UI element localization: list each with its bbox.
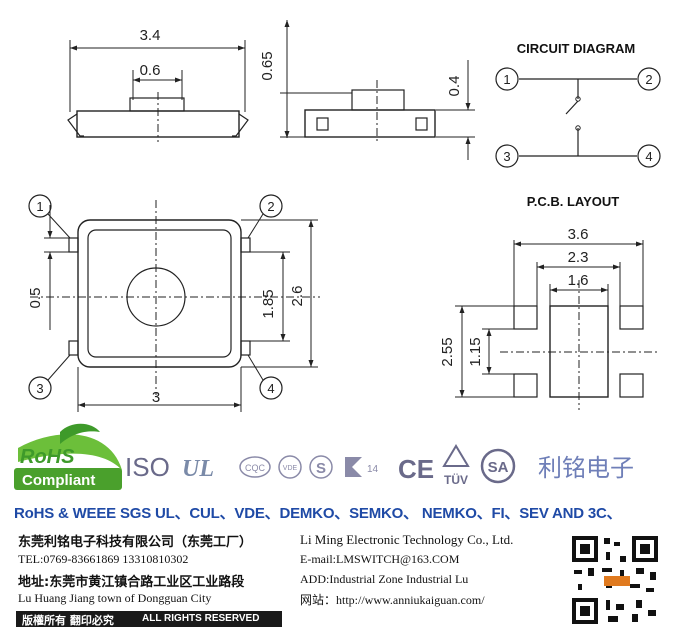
vde-text: VDE xyxy=(283,465,298,472)
s-mark-text: S xyxy=(316,460,326,477)
dim-body-width: 3 xyxy=(152,389,160,406)
ul-logo: UL xyxy=(182,456,214,482)
dim-pitch-mid: 1.85 xyxy=(260,289,277,318)
pcb-outer-width: 3.6 xyxy=(568,226,589,243)
s-mark-logo: S xyxy=(309,455,333,479)
pcb-layout xyxy=(455,240,660,410)
rohs-logo: RoHS Compliant xyxy=(14,423,122,490)
top-view-pin-1: 1 xyxy=(36,199,43,214)
top-view-pin-3: 3 xyxy=(36,381,43,396)
dim-side-body-height: 0.4 xyxy=(446,76,463,97)
dim-top-width: 3.4 xyxy=(140,27,161,44)
tuv-text: TÜV xyxy=(444,472,468,487)
top-view-pin-4: 4 xyxy=(267,381,274,396)
cert-logos: RoHS Compliant ISO UL CQC VDE S 14 CE TÜ… xyxy=(14,423,634,490)
circuit-diagram xyxy=(495,67,661,168)
side-view xyxy=(280,20,475,160)
circuit-title: CIRCUIT DIAGRAM xyxy=(517,41,635,56)
csa-text: SA xyxy=(488,459,509,476)
csa-logo: SA xyxy=(480,448,516,484)
brand-cn: 利铭电子 xyxy=(538,454,634,482)
company-city-en: Lu Huang Jiang town of Dongguan City xyxy=(18,591,212,605)
circuit-pin-3: 3 xyxy=(503,149,510,164)
kc-logo: 14 xyxy=(345,457,379,477)
copyright-bar: 版權所有 翻印必究 ALL RIGHTS RESERVED xyxy=(16,611,282,627)
company-name-cn: 东莞利铭电子科技有限公司（东莞工厂） xyxy=(18,535,253,550)
rohs-compliant: Compliant xyxy=(22,472,95,489)
company-tel: TEL:0769-83661869 13310810302 xyxy=(18,552,189,566)
pcb-title: P.C.B. LAYOUT xyxy=(527,194,620,209)
tuv-logo: TÜV xyxy=(442,444,470,487)
dim-body-height: 2.6 xyxy=(289,286,306,307)
top-view xyxy=(28,194,320,412)
standards-line: RoHS & WEEE SGS UL、CUL、VDE、DEMKO、SEMKO、 … xyxy=(14,505,622,522)
company-addr-cn: 地址:东莞市黄江镇合路工业区工业路段 xyxy=(18,575,245,590)
dim-pitch-small: 0.5 xyxy=(27,288,44,309)
kc-text: 14 xyxy=(367,464,379,475)
ce-text: CE xyxy=(398,454,434,484)
top-view-pin-2: 2 xyxy=(267,199,274,214)
pcb-mid-width: 2.3 xyxy=(568,249,589,266)
pcb-inner-width: 1.6 xyxy=(568,272,589,289)
circuit-pin-4: 4 xyxy=(645,149,652,164)
iso-text: ISO xyxy=(125,452,170,482)
company-addr-en: ADD:Industrial Zone Industrial Lu xyxy=(300,572,469,586)
dim-side-height: 0.65 xyxy=(259,51,276,80)
dim-actuator-width: 0.6 xyxy=(140,62,161,79)
cqc-text: CQC xyxy=(245,463,266,473)
pcb-pad-pitch: 1.15 xyxy=(467,337,484,366)
copyright-cn: 版權所有 翻印必究 xyxy=(22,614,114,627)
front-view xyxy=(67,40,249,142)
company-website[interactable]: 网站：http://www.anniukaiguan.com/ xyxy=(300,593,485,607)
cqc-logo: CQC xyxy=(239,456,271,478)
copyright-en: ALL RIGHTS RESERVED xyxy=(142,613,260,624)
company-name-en: Li Ming Electronic Technology Co., Ltd. xyxy=(300,532,514,547)
rohs-text: RoHS xyxy=(20,446,75,468)
ul-text: UL xyxy=(182,456,214,482)
pcb-total-height: 2.55 xyxy=(439,337,456,366)
circuit-pin-1: 1 xyxy=(503,72,510,87)
company-email: E-mail:LMSWITCH@163.COM xyxy=(300,552,460,566)
circuit-pin-2: 2 xyxy=(645,72,652,87)
vde-logo: VDE xyxy=(278,455,302,479)
